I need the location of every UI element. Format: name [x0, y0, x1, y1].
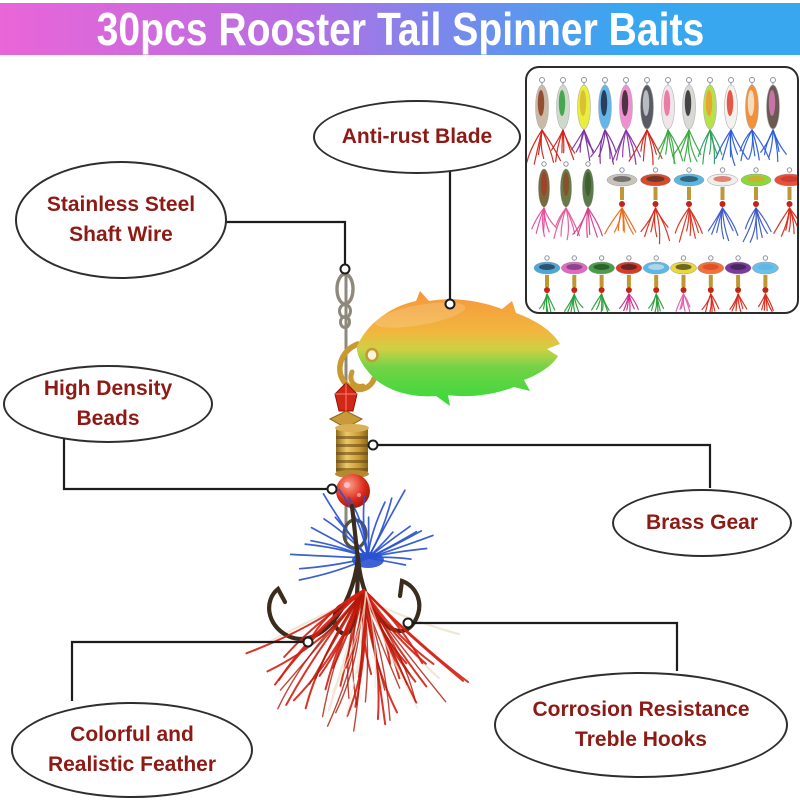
- brass-body: [335, 424, 369, 478]
- blade-hole-icon: [365, 347, 379, 363]
- red-round-bead: [336, 474, 370, 508]
- connector-high-density: [62, 438, 327, 491]
- page-title: 30pcs Rooster Tail Spinner Baits: [96, 3, 704, 55]
- beads: [328, 382, 364, 429]
- callout-label: Brass Gear: [645, 511, 759, 535]
- callout-corrosion-resistance-treble-hooks: Corrosion Resistance Treble Hooks: [494, 672, 788, 778]
- callout-label: Colorful and: [70, 723, 194, 747]
- pointer-dot: [302, 636, 314, 648]
- red-feathers: [245, 589, 469, 732]
- product-inset-photo: [525, 66, 799, 314]
- callout-label: Beads: [76, 407, 140, 430]
- lure-collection-image: [527, 77, 797, 312]
- callout-label: Shaft Wire: [69, 223, 173, 246]
- callout-brass-gear: Brass Gear: [612, 489, 792, 557]
- bicone-bead-icon: [328, 410, 364, 429]
- title-banner: 30pcs Rooster Tail Spinner Baits: [0, 3, 800, 55]
- clevis-icon: [337, 341, 377, 393]
- callout-high-density-beads: High Density Beads: [3, 365, 213, 443]
- callout-label: Corrosion Resistance: [532, 698, 750, 722]
- pointer-dot: [402, 617, 414, 629]
- pointer-dot: [339, 263, 351, 275]
- callout-label: Realistic Feather: [47, 753, 217, 776]
- callout-anti-rust-blade: Anti-rust Blade: [313, 100, 521, 174]
- pointer-dot: [367, 439, 379, 451]
- connectors: [62, 171, 712, 701]
- connector-brass-gear: [378, 443, 712, 488]
- connector-stainless-steel: [223, 220, 347, 264]
- callout-label: Anti-rust Blade: [341, 125, 493, 149]
- callout-label: Stainless Steel: [46, 193, 196, 217]
- connector-feather: [70, 640, 303, 701]
- callout-label: High Density: [43, 377, 173, 401]
- pointer-dot: [326, 483, 338, 495]
- pointer-dot: [444, 298, 456, 310]
- callout-colorful-realistic-feather: Colorful and Realistic Feather: [11, 702, 253, 798]
- connector-treble: [413, 621, 679, 671]
- blade: [348, 291, 560, 406]
- callout-stainless-steel-shaft-wire: Stainless Steel Shaft Wire: [15, 161, 227, 279]
- callout-label: Treble Hooks: [575, 728, 707, 751]
